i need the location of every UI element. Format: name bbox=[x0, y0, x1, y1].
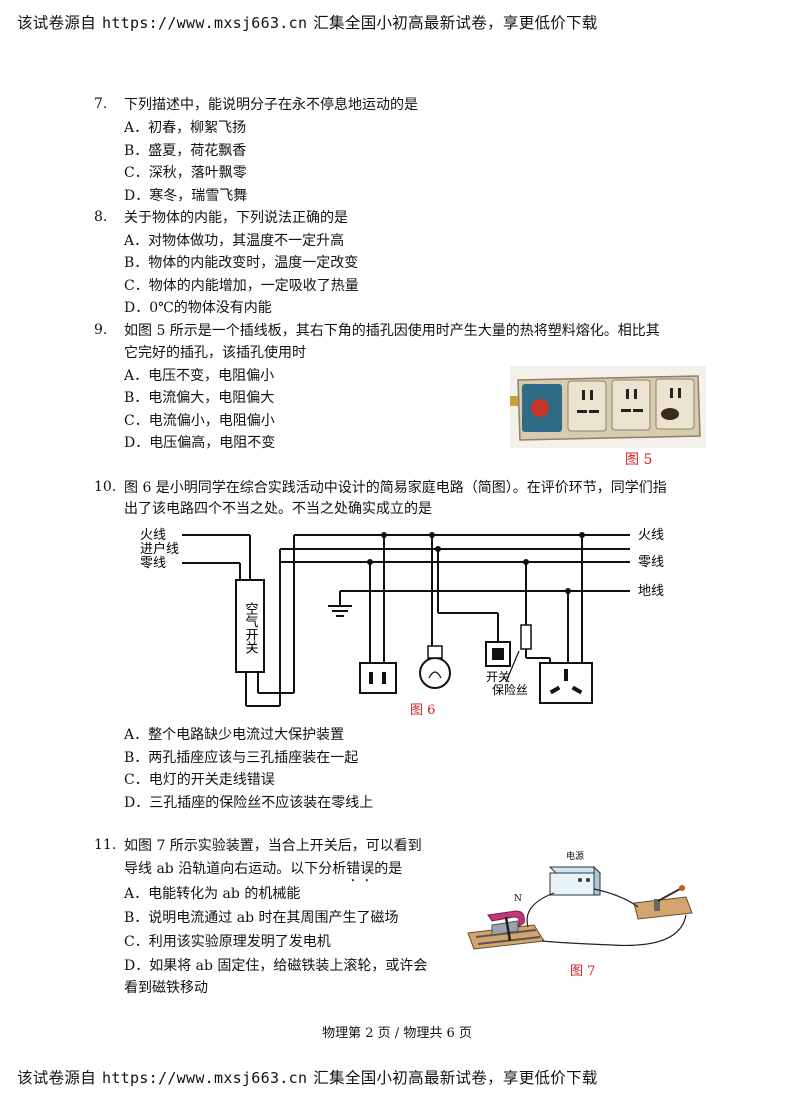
fuse-label: 保险丝 bbox=[492, 682, 528, 697]
q8-stem: 关于物体的内能，下列说法正确的是 bbox=[124, 210, 348, 226]
q10-option-a: A．整个电路缺少电流过大保护装置 bbox=[124, 727, 345, 743]
q9-stem-line1: 如图 5 所示是一个插线板，其右下角的插孔因使用时产生大量的热将塑料熔化。相比其 bbox=[124, 323, 660, 339]
q9-option-b: B．电流偏大，电阻偏大 bbox=[124, 390, 275, 406]
q9-option-c: C．电流偏小，电阻偏小 bbox=[124, 413, 275, 429]
q7-number: 7. bbox=[94, 96, 108, 112]
q11-stem-line2: 导线 ab 沿轨道向右运动。以下分析错误的是 bbox=[124, 860, 402, 885]
q11-option-c: C．利用该实验原理发明了发电机 bbox=[124, 934, 331, 950]
banner-suffix: 汇集全国小初高最新试卷，享更低价下载 bbox=[313, 14, 598, 32]
top-banner: 该试卷源自 https://www.mxsj663.cn 汇集全国小初高最新试卷，享… bbox=[17, 11, 598, 33]
q11-option-a: A．电能转化为 ab 的机械能 bbox=[124, 886, 301, 902]
q7-option-b: B．盛夏，荷花飘香 bbox=[124, 143, 247, 159]
left-label-live: 火线 bbox=[140, 528, 166, 543]
q11-option-d-cont: 看到磁铁移动 bbox=[124, 980, 208, 996]
q11-stem-line1: 如图 7 所示实验装置，当合上开关后，可以看到 bbox=[124, 838, 422, 854]
page-footer: 物理第 2 页 / 物理共 6 页 bbox=[322, 1026, 472, 1041]
q7-option-d: D．寒冬，瑞雪飞舞 bbox=[124, 188, 248, 204]
q7-option-a: A．初春，柳絮飞扬 bbox=[124, 120, 247, 136]
switch-label: 开关 bbox=[486, 670, 510, 684]
q10-option-c: C．电灯的开关走线错误 bbox=[124, 772, 275, 788]
q8-option-d: D．0℃的物体没有内能 bbox=[124, 300, 272, 316]
q11-option-d: D．如果将 ab 固定住，给磁铁装上滚轮，或许会 bbox=[124, 958, 428, 974]
banner-prefix: 该试卷源自 bbox=[17, 14, 97, 32]
figure5-label: 图 5 bbox=[625, 452, 653, 468]
right-label-neutral: 零线 bbox=[638, 555, 664, 570]
q11-stem-line2-b: 的是 bbox=[374, 861, 403, 877]
banner-suffix-bottom: 汇集全国小初高最新试卷，享更低价下载 bbox=[313, 1069, 598, 1087]
q10-number: 10. bbox=[94, 479, 117, 495]
bottom-banner: 该试卷源自 https://www.mxsj663.cn 汇集全国小初高最新试卷，享… bbox=[17, 1066, 598, 1088]
left-label-incoming: 进户线 bbox=[140, 541, 179, 557]
figure6-label: 图 6 bbox=[410, 703, 435, 718]
q8-option-b: B．物体的内能改变时，温度一定改变 bbox=[124, 255, 359, 271]
q7-option-c: C．深秋，落叶飘零 bbox=[124, 165, 247, 181]
q9-stem-line2: 它完好的插孔，该插孔使用时 bbox=[124, 345, 306, 361]
q11-option-b: B．说明电流通过 ab 时在其周围产生了磁场 bbox=[124, 910, 399, 926]
q10-stem-line1: 图 6 是小明同学在综合实践活动中设计的简易家庭电路（简图）。在评价环节，同学们… bbox=[124, 480, 667, 496]
q11-number: 11. bbox=[94, 837, 117, 853]
q7-stem: 下列描述中，能说明分子在永不停息地运动的是 bbox=[124, 97, 418, 113]
q8-option-c: C．物体的内能增加，一定吸收了热量 bbox=[124, 278, 359, 294]
figure7-label: 图 7 bbox=[570, 964, 595, 979]
q11-stem-line2-a: 导线 ab 沿轨道向右运动。以下分析 bbox=[124, 861, 347, 877]
q9-option-d: D．电压偏高，电阻不变 bbox=[124, 435, 276, 451]
right-label-live: 火线 bbox=[638, 528, 664, 543]
q10-option-d: D．三孔插座的保险丝不应该装在零线上 bbox=[124, 795, 374, 811]
figure7-experiment-diagram: N 电源 图 7 bbox=[467, 850, 693, 979]
q9-option-a: A．电压不变，电阻偏小 bbox=[124, 368, 275, 384]
right-label-ground: 地线 bbox=[638, 584, 664, 599]
banner-prefix-bottom: 该试卷源自 bbox=[17, 1069, 97, 1087]
q8-option-a: A．对物体做功，其温度不一定升高 bbox=[124, 233, 345, 249]
left-label-neutral: 零线 bbox=[140, 556, 166, 571]
q9-number: 9. bbox=[94, 322, 108, 338]
figure5-power-strip-image bbox=[510, 366, 706, 448]
banner-url[interactable]: https://www.mxsj663.cn bbox=[102, 14, 308, 32]
q10-option-b: B．两孔插座应该与三孔插座装在一起 bbox=[124, 750, 359, 766]
banner-url-bottom[interactable]: https://www.mxsj663.cn bbox=[102, 1069, 308, 1087]
air-switch-label: 空气开关 bbox=[243, 602, 259, 654]
magnet-pole-label: N bbox=[514, 894, 522, 904]
q11-emphasis-word: 错误 bbox=[346, 861, 375, 877]
q8-number: 8. bbox=[94, 209, 108, 225]
power-label: 电源 bbox=[566, 850, 584, 862]
figure6-circuit-diagram: 火线 进户线 零线 火线 零线 地线 空气开关 开关 保险丝 图 6 bbox=[140, 528, 664, 718]
q10-stem-line2: 出了该电路四个不当之处。不当之处确实成立的是 bbox=[124, 501, 432, 517]
